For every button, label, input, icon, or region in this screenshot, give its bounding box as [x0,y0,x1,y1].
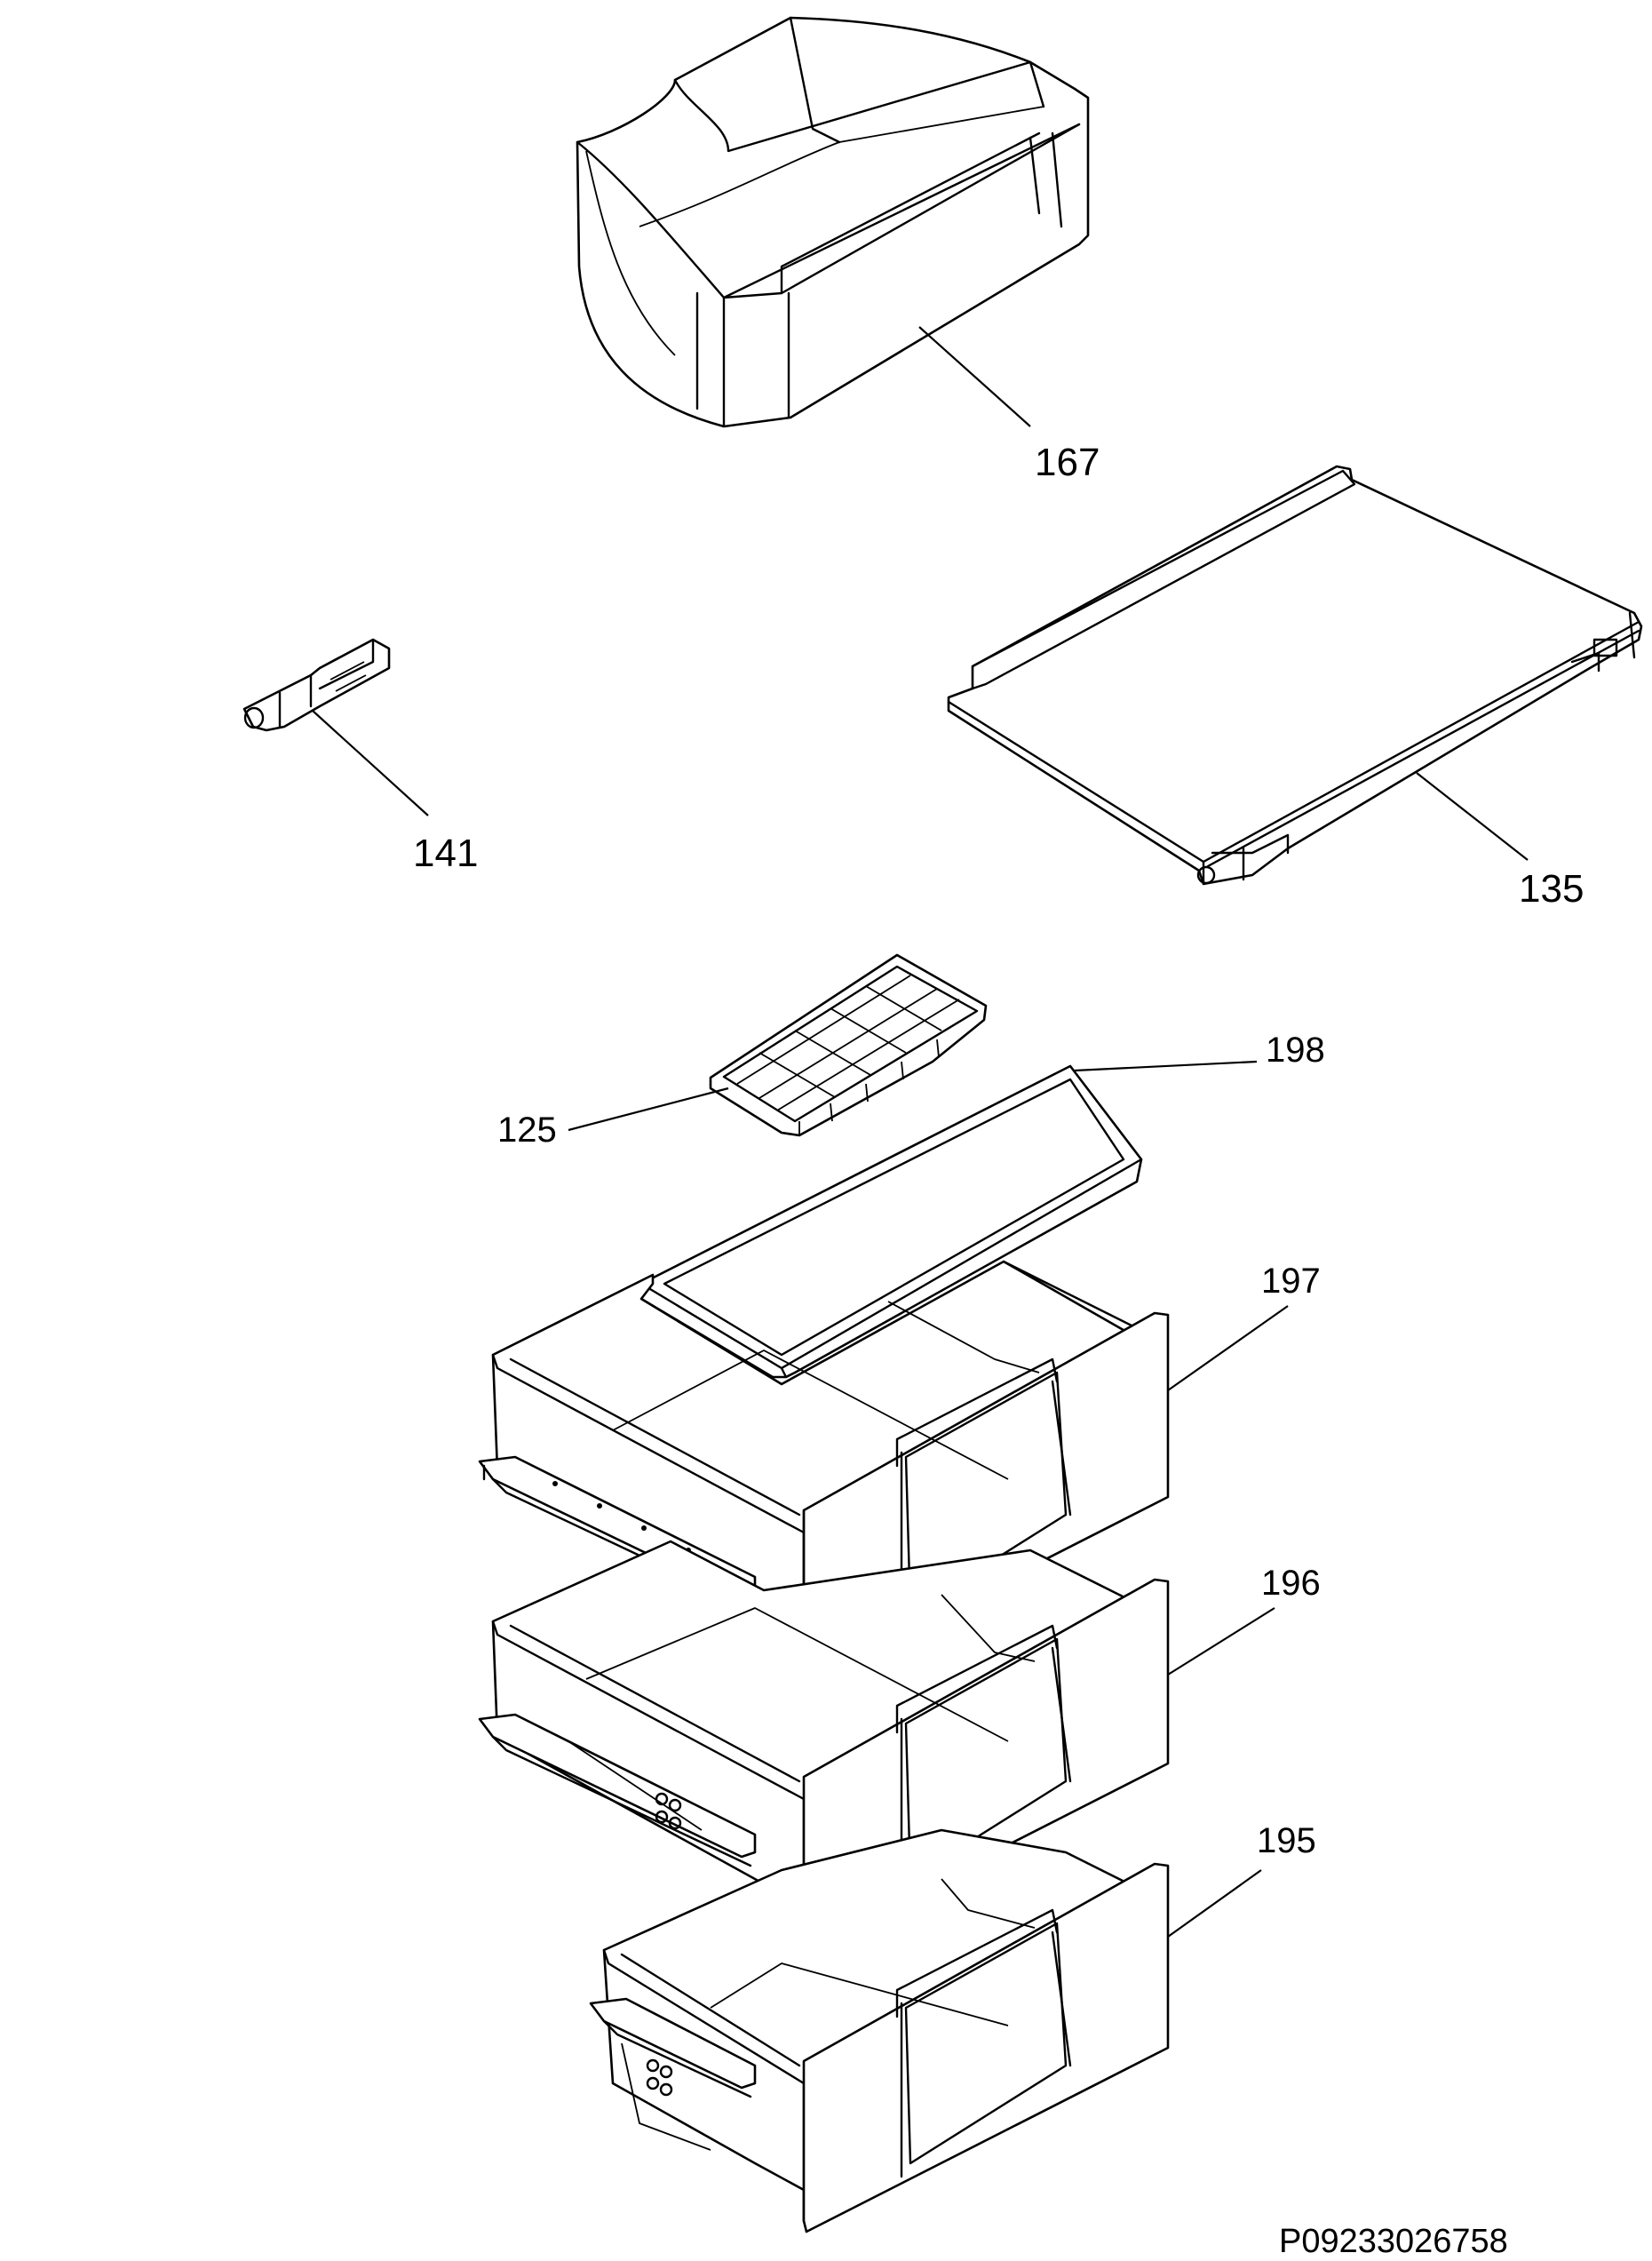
callout-141: 141 [413,832,478,875]
callout-196: 196 [1261,1564,1321,1603]
part-135-glass-shelf [947,465,1643,886]
callout-197: 197 [1261,1262,1321,1301]
callout-195: 195 [1257,1821,1316,1860]
document-id: P09233026758 [1279,2223,1508,2260]
leader-195 [1167,1869,1262,1938]
callout-125: 125 [497,1111,557,1150]
part-141-latch [242,638,391,732]
leader-198 [1074,1060,1258,1072]
leader-197 [1167,1305,1289,1391]
leader-196 [1167,1607,1275,1676]
part-195-drawer [589,1828,1170,2233]
leader-141 [312,710,429,816]
part-125-ice-tray [709,953,988,1137]
part-198-tray [639,1064,1143,1386]
leader-167 [918,326,1031,427]
leader-125 [568,1087,729,1132]
leader-135 [1416,772,1529,861]
part-167-door-bin [576,16,1090,428]
callout-135: 135 [1519,867,1584,911]
callout-167: 167 [1035,441,1100,484]
callout-198: 198 [1266,1031,1325,1070]
